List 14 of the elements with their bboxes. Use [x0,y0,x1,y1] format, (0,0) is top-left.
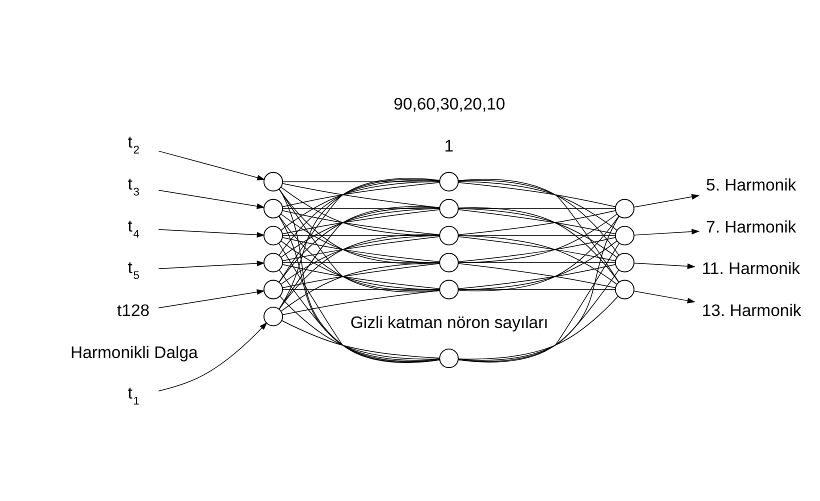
node-text: 7. Harmonik [706,217,796,236]
node-text: t128 [117,300,150,320]
node-text: 13. Harmonik [702,300,802,320]
node-text: 11. Harmonik [702,259,800,278]
label: Gizli katman nöron sayıları [350,313,548,332]
node-text: t$_{4}$ [128,216,140,240]
node-text: t$_{5}$ [128,258,140,282]
label: Harmonikli Dalga [70,342,198,362]
node-text: 5. Harmonik [706,175,796,194]
label: 90,60,30,20,10 [394,94,506,114]
node-text: t$_{1}$ [128,384,140,408]
label: 1 [444,136,454,156]
node-text: t$_{3}$ [128,174,140,199]
node-text: t$_{2}$ [128,132,140,157]
